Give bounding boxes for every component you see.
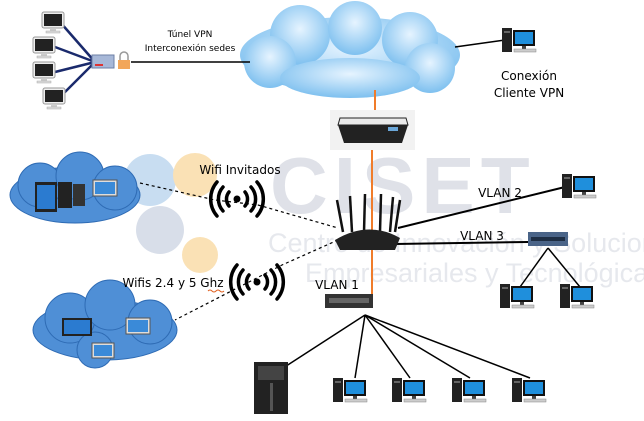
vpn-client-pc: [501, 27, 537, 53]
spellcheck-underline: [207, 289, 225, 293]
guest-devices: [35, 179, 118, 212]
vlan3-switch: [528, 232, 568, 246]
vlan1-label: VLAN 1: [315, 278, 359, 292]
internet-cloud: [240, 1, 460, 98]
vlan2-label: VLAN 2: [478, 186, 522, 200]
vlan3-pc: [499, 283, 535, 309]
remote-terminal: [32, 36, 56, 59]
remote-site-terminals: [54, 21, 96, 98]
vlan1-switch-links: [279, 314, 531, 379]
vlan3-switch-links: [519, 247, 581, 288]
vlan3-link: [394, 241, 529, 245]
vpn-tunnel-label: Túnel VPN: [167, 30, 213, 40]
vpn-tunnel-sublabel: Interconexión sedes: [145, 43, 236, 54]
vlan3-pc: [559, 283, 595, 309]
wifi-guest-icon: [208, 180, 266, 218]
modem: [330, 110, 415, 150]
vlan1-pc: [391, 377, 427, 403]
vlan1-pc: [451, 377, 487, 403]
employee-devices: [62, 317, 151, 359]
remote-terminal: [41, 11, 65, 34]
wifi-guest-label: Wifi Invitados: [199, 163, 280, 177]
vpn-client-label: Conexión: [501, 69, 557, 83]
wifi-main-label: Wifis 2.4 y 5 Ghz: [122, 276, 223, 290]
vpn-hub: [91, 54, 115, 69]
wireless-links: [139, 182, 339, 321]
server: [254, 362, 288, 414]
vpn-client-sublabel: Cliente VPN: [494, 86, 564, 100]
remote-terminal: [42, 87, 66, 110]
lock-icon: [118, 51, 130, 69]
vlan1-pc: [511, 377, 547, 403]
vpn-client-link: [454, 39, 506, 48]
vlan1-pc: [332, 377, 368, 403]
remote-terminal: [32, 61, 56, 84]
wifi-router: [335, 193, 402, 250]
employee-devices-cloud: [32, 279, 178, 369]
vlan2-link: [397, 186, 566, 229]
vlan3-label: VLAN 3: [460, 229, 504, 243]
vlan1-switch: [325, 294, 373, 308]
